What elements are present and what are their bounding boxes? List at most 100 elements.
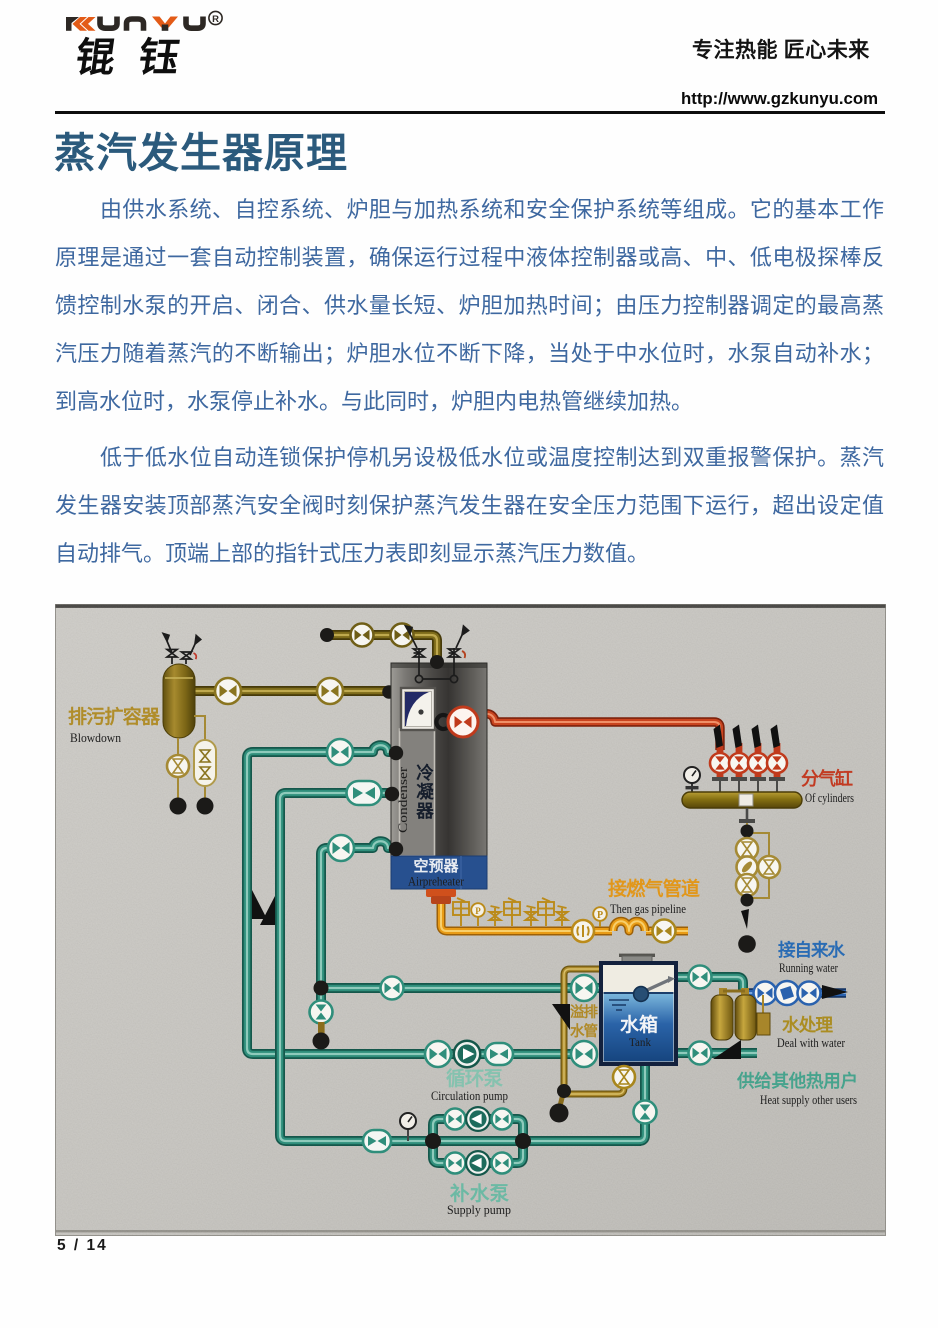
overflow-label-l1: 溢排 bbox=[570, 1003, 599, 1021]
condenser-label-cn-1: 冷 bbox=[416, 763, 434, 783]
cylinders-label-en: Of cylinders bbox=[805, 790, 854, 805]
valve-gas[interactable] bbox=[651, 918, 677, 944]
gasline-label-cn: 接燃气管道 bbox=[608, 877, 700, 900]
airpreheater-box: 空预器 Airpreheater bbox=[390, 855, 488, 890]
valve-double-feed-b[interactable] bbox=[345, 779, 383, 807]
pipe-gas-trap bbox=[612, 920, 646, 932]
paragraph-line: 汽压力随着蒸汽的不断输出；炉胆水位不断下降，当处于中水位时，水泵自动补水； bbox=[55, 341, 884, 366]
junction-dot bbox=[320, 628, 334, 642]
blowdown-label-en: Blowdown bbox=[70, 730, 121, 745]
blowdown-label-cn: 排污扩容器 bbox=[68, 705, 161, 728]
valve-blowdown-2[interactable] bbox=[315, 676, 345, 706]
valve-tank-inlet[interactable] bbox=[569, 973, 599, 1003]
supply-pump-2-icon[interactable] bbox=[465, 1150, 491, 1176]
logo-k-icon bbox=[66, 17, 96, 31]
junction-dot bbox=[740, 893, 754, 907]
paragraph-line: 原理是通过一套自动控制装置，确保运行过程中液体控制器或高、中、低电极探棒反 bbox=[55, 245, 884, 270]
runwater-label-en: Running water bbox=[779, 960, 839, 975]
junction-dot bbox=[169, 797, 187, 815]
airpreheater-label-en: Airpreheater bbox=[408, 875, 465, 889]
heatusers-label-en: Heat supply other users bbox=[760, 1092, 857, 1107]
manifold-gauge-icon bbox=[683, 766, 701, 784]
boiler-safety-valves bbox=[403, 624, 470, 684]
junction-dot bbox=[738, 935, 756, 953]
valve-supply-u1[interactable] bbox=[443, 1107, 467, 1131]
cylinders-label-cn: 分气缸 bbox=[801, 768, 853, 789]
logo-letter-y bbox=[152, 16, 178, 31]
company-logo: R 锟钰 bbox=[66, 10, 223, 80]
valve-circ-1[interactable] bbox=[423, 1039, 453, 1069]
valve-feed-c[interactable] bbox=[326, 833, 356, 863]
valve-circ-double[interactable] bbox=[483, 1041, 515, 1067]
flow-flag-v2 bbox=[260, 896, 275, 925]
vessel-safety-valves bbox=[161, 632, 203, 664]
pressure-reducing-station bbox=[734, 808, 782, 953]
circulation-pump-icon[interactable] bbox=[452, 1039, 482, 1069]
valve-supply-l1[interactable] bbox=[443, 1151, 467, 1175]
valve-blowdown-1[interactable] bbox=[213, 676, 243, 706]
steam-clamp-icon bbox=[434, 712, 449, 732]
pipe-overflow bbox=[563, 968, 601, 1088]
float-arm bbox=[644, 978, 670, 993]
manifold-risers bbox=[708, 724, 789, 793]
junction-dot bbox=[740, 824, 754, 838]
valve-supply-double[interactable] bbox=[361, 1128, 393, 1154]
valve-steam-main[interactable] bbox=[454, 716, 472, 728]
valve-supply-u2[interactable] bbox=[490, 1107, 514, 1131]
junction-dot bbox=[388, 745, 404, 761]
valve-water-check[interactable] bbox=[773, 979, 801, 1007]
gas-train: P P bbox=[452, 897, 677, 944]
float-ball-icon bbox=[632, 985, 650, 1003]
supply-gauge-icon bbox=[399, 1112, 417, 1130]
supplypump-label-en: Supply pump bbox=[447, 1202, 511, 1217]
overflow-label-l2: 水管 bbox=[570, 1022, 598, 1040]
junction-dot bbox=[312, 1032, 330, 1050]
header-divider bbox=[55, 111, 885, 114]
paragraph-line: 由供水系统、自控系统、炉胆与加热系统和安全保护系统等组成。它的基本工作 bbox=[100, 197, 884, 222]
valve-water-2[interactable] bbox=[796, 980, 822, 1006]
gas-gauge-p1: P bbox=[475, 906, 481, 916]
company-slogan: 专注热能 匠心未来 bbox=[692, 38, 870, 62]
junction-dot bbox=[549, 1103, 569, 1123]
circpump-label-cn: 循环泵 bbox=[446, 1067, 503, 1090]
junction-dot bbox=[313, 980, 329, 996]
page-title: 蒸汽发生器原理 bbox=[54, 130, 348, 176]
valve-heat-users[interactable] bbox=[687, 1040, 713, 1066]
valve-tank-suction[interactable] bbox=[632, 1099, 658, 1125]
junction-dot bbox=[425, 1133, 441, 1149]
gasline-label-en: Then gas pipeline bbox=[610, 901, 686, 916]
valve-prv-bypass[interactable] bbox=[756, 854, 782, 880]
valve-drain-stub[interactable] bbox=[308, 999, 334, 1025]
pressure-recorder bbox=[399, 686, 437, 732]
heatusers-label-cn: 供给其他热用户 bbox=[736, 1071, 858, 1091]
company-url[interactable]: http://www.gzkunyu.com bbox=[681, 89, 879, 108]
water-arrow-icon bbox=[822, 985, 848, 999]
paragraph-2: 低于低水位自动连锁保护停机另设极低水位或温度控制达到双重报警保护。蒸汽 发生器安… bbox=[55, 434, 884, 578]
valve-prv-2[interactable] bbox=[734, 872, 760, 898]
valve-tank-drain[interactable] bbox=[611, 1064, 637, 1090]
flow-flag-heat-users bbox=[713, 1040, 741, 1059]
tank-label-cn: 水箱 bbox=[620, 1013, 658, 1036]
flow-flag-overflow bbox=[552, 1004, 570, 1030]
valve-supply-l2[interactable] bbox=[490, 1151, 514, 1175]
blowdown-vessel bbox=[161, 632, 217, 815]
runwater-label-cn: 接自来水 bbox=[778, 940, 846, 960]
vessel-valve-red-lever bbox=[193, 652, 198, 660]
valve-top-1[interactable] bbox=[349, 622, 375, 648]
paragraph-line: 发生器安装顶部蒸汽安全阀时刻保护蒸汽发生器在安全压力范围下运行，超出设定值 bbox=[55, 493, 884, 518]
junction-dot bbox=[196, 797, 214, 815]
flow-flag-v1 bbox=[252, 890, 267, 919]
valve-circ-tank[interactable] bbox=[569, 1039, 599, 1069]
logo-cjk-text: 锟钰 bbox=[73, 35, 205, 80]
valve-tank-feed[interactable] bbox=[379, 975, 405, 1001]
valve-water-1[interactable] bbox=[752, 980, 778, 1006]
junction-dot bbox=[384, 786, 400, 802]
paragraph-line: 低于低水位自动连锁保护停机另设极低水位或温度控制达到双重报警保护。蒸汽 bbox=[100, 445, 884, 470]
pipe-tank-suction bbox=[638, 1062, 647, 1143]
registered-mark-icon: R bbox=[208, 10, 223, 26]
logo-letters bbox=[97, 16, 206, 31]
svg-text:R: R bbox=[212, 14, 219, 25]
valve-feed-a[interactable] bbox=[325, 737, 355, 767]
supply-pump-1-icon[interactable] bbox=[465, 1106, 491, 1132]
valve-tank-outlet-top[interactable] bbox=[687, 964, 713, 990]
